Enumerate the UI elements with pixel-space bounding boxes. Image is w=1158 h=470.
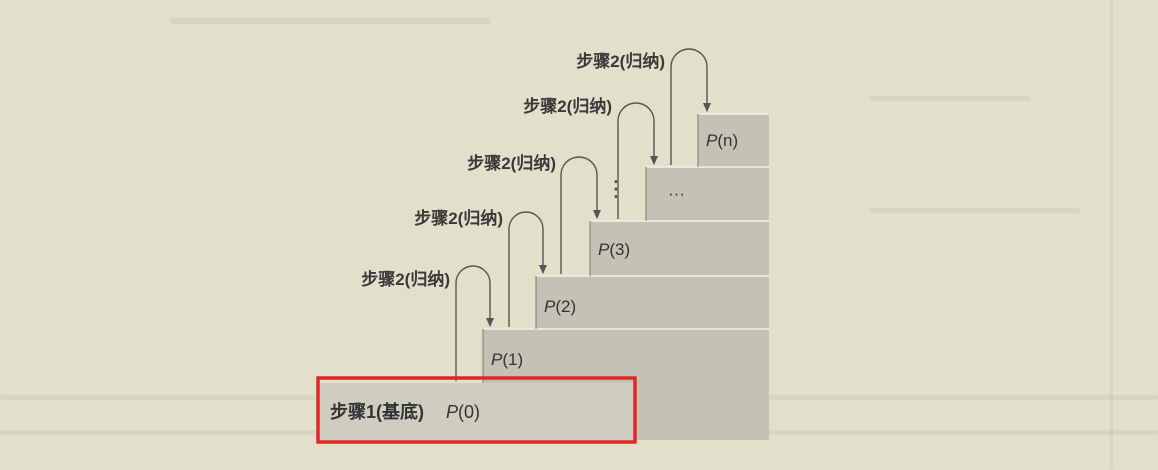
step-2-p-symbol: P: [544, 297, 556, 316]
step-2-argument: (2): [555, 297, 576, 316]
induction-step-label-2: 步骤2(归纳): [414, 208, 503, 228]
induction-step-label-5: 步骤2(归纳): [576, 51, 665, 71]
induction-labels: 步骤2(归纳) 步骤2(归纳) 步骤2(归纳) 步骤2(归纳) 步骤2(归纳): [361, 51, 665, 289]
step-3-p-symbol: P: [598, 240, 610, 259]
base-step: 步骤1(基底) P (0): [320, 383, 634, 440]
step-5-p-symbol: P: [706, 131, 718, 150]
induction-arrow-4: [617, 102, 658, 219]
step-3-argument: (3): [609, 240, 630, 259]
step-1-label: P(1): [491, 350, 523, 369]
base-step-label: 步骤1(基底): [330, 401, 424, 422]
base-step-p-argument: (0): [458, 402, 480, 422]
induction-arrows: [455, 48, 711, 381]
induction-arrow-5: [670, 48, 711, 165]
base-step-box: [320, 383, 634, 440]
base-step-highlight-box: [316, 376, 637, 444]
induction-step-label-3: 步骤2(归纳): [467, 153, 556, 173]
induction-arrow-1: [455, 265, 494, 381]
induction-arrow-2: [508, 211, 547, 327]
step-1-p-symbol: P: [491, 350, 503, 369]
induction-step-label-1: 步骤2(归纳): [361, 269, 450, 289]
step-4-label: ···: [668, 184, 685, 203]
step-4-argument: ···: [668, 184, 685, 203]
induction-step-label-4: 步骤2(归纳): [523, 96, 612, 116]
step-5-label: P(n): [706, 131, 738, 150]
staircase-steps: P(1)P(2)P(3)···P(n): [482, 113, 769, 440]
step-2-label: P(2): [544, 297, 576, 316]
induction-arrow-3: [560, 156, 601, 274]
base-step-p-symbol: P: [446, 402, 458, 422]
step-5-argument: (n): [717, 131, 738, 150]
step-3-label: P(3): [598, 240, 630, 259]
step-1-argument: (1): [502, 350, 523, 369]
vertical-ellipsis: ⋮: [605, 177, 627, 202]
